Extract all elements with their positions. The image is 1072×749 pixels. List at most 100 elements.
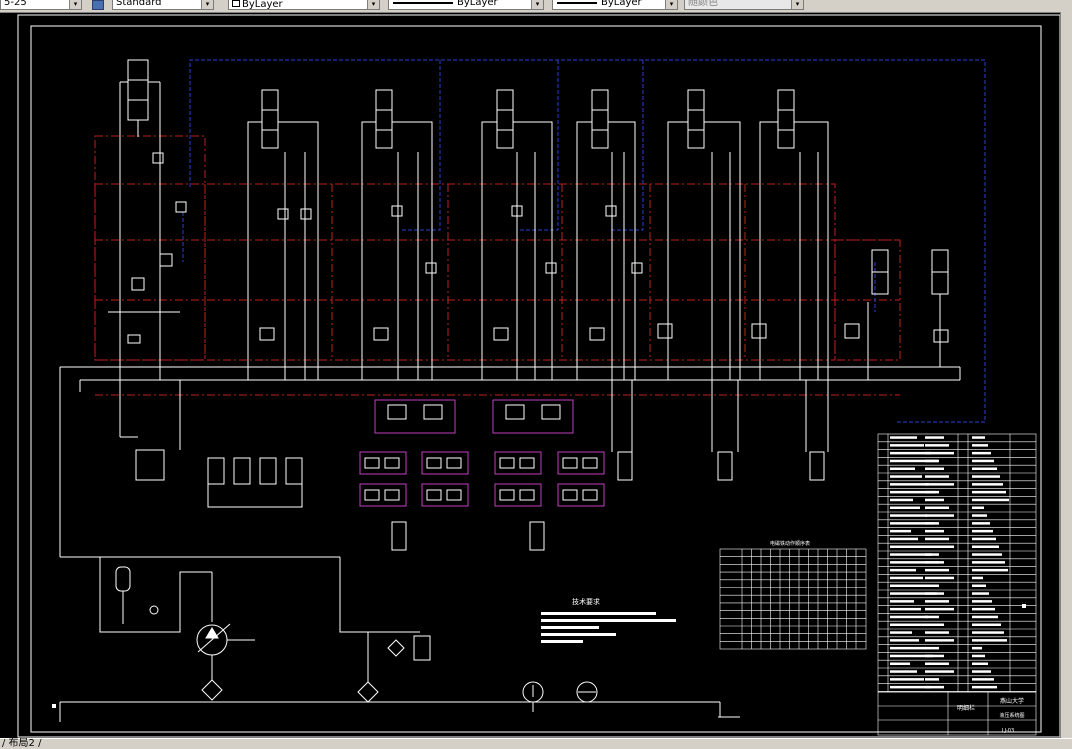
parts-row-text	[925, 639, 954, 642]
text-style-select[interactable]: 5-25 ▾	[0, 0, 82, 10]
parts-row-text	[925, 592, 944, 595]
parts-row-text	[972, 623, 1001, 626]
title-block	[877, 691, 1037, 736]
chevron-down-icon[interactable]: ▾	[367, 0, 379, 9]
parts-row-text	[890, 654, 933, 658]
tab-layout2[interactable]: / 布局2 /	[2, 738, 42, 749]
parts-row-text	[972, 561, 1005, 564]
chevron-down-icon[interactable]: ▾	[69, 0, 81, 9]
parts-row-text	[925, 662, 949, 665]
linetype-select[interactable]: ByLayer ▾	[388, 0, 544, 10]
parts-row-text	[890, 475, 922, 478]
parts-row-text	[972, 685, 997, 689]
lineweight-select[interactable]: ByLayer ▾	[552, 0, 678, 10]
parts-row-text	[972, 646, 982, 650]
flow-valve-internals	[364, 404, 598, 501]
corner-marker	[1022, 604, 1026, 608]
parts-row-text	[890, 662, 910, 665]
vertical-scrollbar[interactable]	[1060, 12, 1072, 738]
parts-row-text	[890, 685, 931, 689]
tech-requirements-lines	[541, 612, 676, 643]
color-swatch-icon	[232, 0, 240, 7]
parts-row-text	[890, 568, 916, 572]
parts-row-text	[972, 639, 1007, 642]
parts-row-text	[890, 483, 929, 486]
parts-row-text	[890, 529, 911, 533]
chevron-down-icon[interactable]: ▾	[201, 0, 213, 9]
main-rails	[59, 366, 961, 722]
parts-row-text	[972, 490, 1006, 494]
parts-row-text	[890, 490, 936, 494]
parts-row-text	[925, 459, 939, 463]
parts-row-text	[972, 592, 989, 595]
parts-row-text	[890, 615, 928, 619]
parts-row-text	[972, 436, 985, 439]
parts-row-text	[925, 490, 939, 494]
parts-row-text	[890, 537, 918, 541]
parts-row-text	[890, 451, 931, 455]
linetype-sample	[393, 2, 453, 4]
parts-row-text	[925, 600, 949, 603]
parts-list-text	[890, 436, 1009, 689]
parts-row-text	[972, 662, 988, 665]
chevron-down-icon[interactable]: ▾	[791, 0, 803, 9]
pilot-lines	[182, 59, 986, 423]
parts-row-text	[972, 475, 1000, 478]
lineweight-sample	[557, 2, 597, 4]
parts-row-text	[890, 522, 934, 525]
parts-row-text	[925, 498, 944, 502]
parts-row-text	[972, 654, 985, 658]
parts-row-text	[925, 436, 944, 439]
drawing-canvas[interactable]: 技术要求 电磁铁动作顺序表 燕山大学 明细栏 液压系统图 LJ-03	[0, 12, 1072, 738]
chevron-down-icon[interactable]: ▾	[531, 0, 543, 9]
parts-row-text	[925, 678, 939, 681]
parts-row-text	[890, 467, 915, 470]
parts-row-text	[890, 584, 930, 587]
dim-style-icon[interactable]	[92, 0, 104, 10]
parts-row-text	[890, 444, 924, 447]
parts-row-text	[972, 514, 987, 517]
parts-row-text	[890, 514, 927, 517]
parts-row-text	[890, 498, 913, 502]
parts-row-text	[972, 498, 1009, 502]
designer-label: 明细栏	[957, 704, 975, 712]
parts-row-text	[925, 451, 954, 455]
parts-row-text	[890, 576, 923, 580]
parts-row-text	[972, 600, 992, 603]
dim-style-value: Standard	[116, 0, 162, 8]
parts-row-text	[972, 553, 1002, 556]
solenoid-sequence-table	[719, 548, 867, 650]
valve-block-outlines	[94, 135, 901, 396]
parts-row-text	[925, 623, 944, 626]
parts-row-text	[972, 537, 996, 541]
parts-row-text	[925, 444, 949, 447]
parts-row-text	[890, 607, 921, 611]
parts-row-text	[925, 615, 939, 619]
layout-tabs-bar: / 布局2 /	[0, 738, 1072, 749]
layer-value: ByLayer	[242, 0, 283, 10]
parts-row-text	[925, 568, 949, 572]
parts-row-text	[925, 467, 944, 470]
parts-row-text	[972, 444, 988, 447]
component-symbols	[127, 152, 949, 344]
parts-row-text	[925, 670, 954, 673]
valve-stacks	[108, 59, 949, 380]
parts-row-text	[890, 600, 914, 603]
layer-select[interactable]: ByLayer ▾	[228, 0, 380, 10]
parts-row-text	[890, 592, 937, 595]
frame-border	[30, 25, 1042, 733]
parts-row-text	[925, 483, 954, 486]
properties-toolbar: 5-25 ▾ Standard ▾ ByLayer ▾ ByLayer ▾ By…	[0, 0, 1072, 13]
plot-style-select[interactable]: 随颜色 ▾	[684, 0, 804, 10]
parts-row-text	[890, 506, 920, 509]
lineweight-value: ByLayer	[601, 0, 642, 8]
parts-row-text	[890, 436, 917, 439]
chevron-down-icon[interactable]: ▾	[665, 0, 677, 9]
parts-row-text	[925, 537, 949, 541]
parts-row-text	[972, 607, 995, 611]
parts-row-text	[890, 670, 917, 673]
parts-row-text	[890, 646, 926, 650]
corner-marker	[52, 704, 56, 708]
parts-row-text	[972, 670, 991, 673]
dim-style-select[interactable]: Standard ▾	[112, 0, 214, 10]
